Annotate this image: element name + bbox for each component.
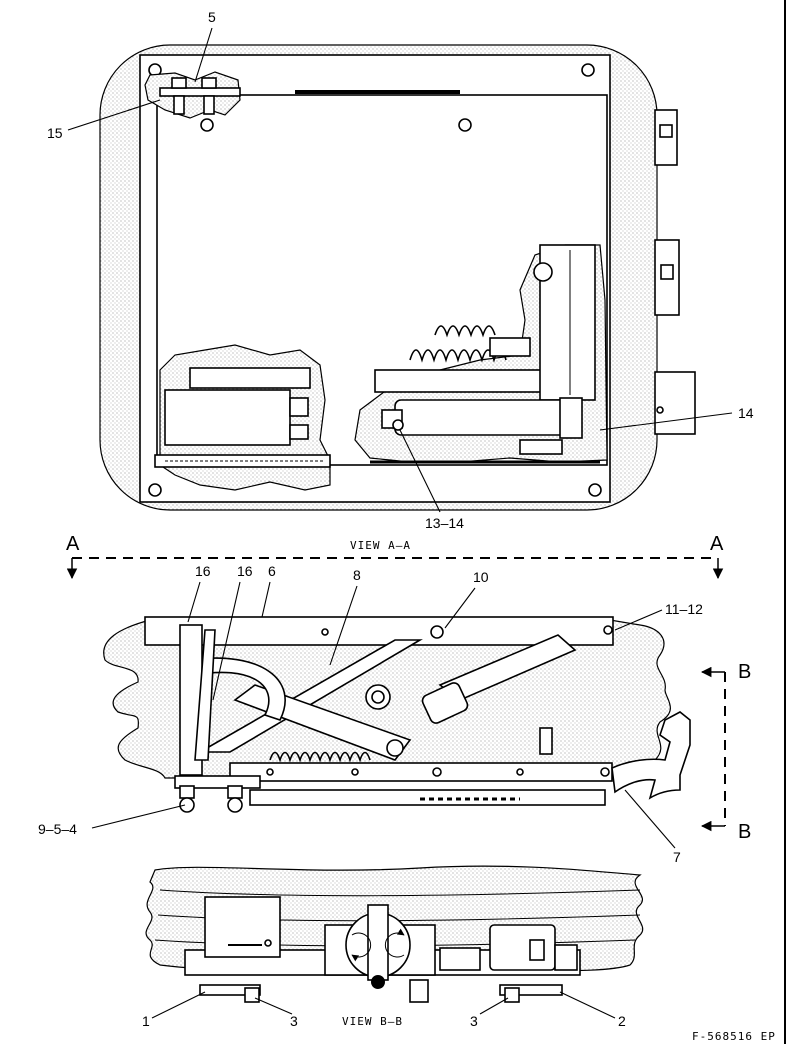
side-latch-middle bbox=[654, 239, 680, 316]
shaft-end bbox=[371, 975, 385, 989]
base-rail bbox=[249, 789, 606, 806]
callout-7: 7 bbox=[673, 849, 681, 865]
pivot-10 bbox=[430, 625, 444, 639]
damper-block bbox=[489, 337, 531, 357]
callout-13-14: 13–14 bbox=[425, 515, 464, 531]
callout-15: 15 bbox=[47, 125, 63, 141]
view-b-b bbox=[145, 865, 644, 1003]
section-b-top: B bbox=[738, 661, 751, 683]
callout-10: 10 bbox=[473, 569, 489, 585]
upper-bracket bbox=[189, 367, 311, 389]
figure-id: F-568516 EP bbox=[692, 1030, 776, 1043]
curved-link bbox=[188, 657, 286, 721]
callout-9-5-4: 9–5–4 bbox=[38, 821, 77, 837]
actuator-cylinder bbox=[394, 399, 571, 436]
top-view bbox=[99, 44, 696, 511]
foot-left bbox=[199, 984, 261, 996]
bolt-13 bbox=[392, 419, 404, 431]
callout-3b: 3 bbox=[470, 1013, 478, 1029]
view-a-a-title: VIEW A–A bbox=[350, 539, 411, 552]
small-hole bbox=[656, 406, 664, 414]
pivot-boss bbox=[533, 262, 553, 282]
callout-2: 2 bbox=[618, 1013, 626, 1029]
lower-pivot bbox=[386, 739, 404, 757]
foot-right bbox=[499, 984, 563, 996]
view-b-b-title: VIEW B–B bbox=[342, 1015, 403, 1028]
center-hole bbox=[458, 118, 472, 132]
section-b-bottom: B bbox=[738, 821, 751, 843]
top-plate bbox=[144, 616, 614, 646]
side-box bbox=[654, 371, 696, 435]
callout-6: 6 bbox=[268, 563, 276, 579]
callouts-bottom: 1 3 VIEW B–B 3 2 bbox=[142, 991, 626, 1029]
callouts-section: 16 16 6 8 10 11–12 9–5–4 7 bbox=[38, 563, 703, 865]
latch-hook bbox=[611, 711, 691, 800]
callout-1: 1 bbox=[142, 1013, 150, 1029]
scissor-arm-a bbox=[197, 639, 423, 753]
knob-shaft bbox=[367, 904, 389, 981]
section-line-a: A A VIEW A–A bbox=[66, 533, 724, 580]
cylinder-end bbox=[559, 397, 583, 439]
callout-11-12: 11–12 bbox=[665, 601, 703, 617]
callout-3a: 3 bbox=[290, 1013, 298, 1029]
section-a-left: A bbox=[66, 533, 80, 555]
callouts-top: 5 15 14 13–14 bbox=[47, 9, 754, 531]
bolt-pair bbox=[171, 77, 217, 132]
bottom-foot bbox=[519, 439, 563, 455]
corner-hole bbox=[148, 483, 162, 497]
actuator-body bbox=[421, 682, 469, 724]
cushion-strip bbox=[159, 87, 241, 97]
bottom-plate bbox=[229, 762, 613, 782]
section-line-b: B B bbox=[700, 661, 751, 843]
view-a-a bbox=[103, 616, 691, 813]
left-box bbox=[204, 896, 281, 958]
inner-frame bbox=[156, 94, 608, 466]
bracket-tab bbox=[289, 397, 309, 417]
section-a-right: A bbox=[710, 533, 724, 555]
bracket-tab bbox=[289, 424, 309, 440]
callout-14: 14 bbox=[738, 405, 754, 421]
callout-5: 5 bbox=[208, 9, 216, 25]
right-box bbox=[489, 924, 556, 971]
callout-8: 8 bbox=[353, 567, 361, 583]
spring bbox=[269, 751, 371, 763]
terminal-strip bbox=[439, 947, 481, 971]
corner-hole bbox=[588, 483, 602, 497]
bolt-strip bbox=[174, 775, 261, 789]
solenoid-block bbox=[164, 389, 291, 446]
cross-plate bbox=[374, 369, 556, 393]
corner-hole bbox=[581, 63, 595, 77]
callout-16a: 16 bbox=[195, 563, 211, 579]
foot-center bbox=[409, 979, 429, 1003]
side-latch-upper bbox=[654, 109, 678, 166]
callout-16b: 16 bbox=[237, 563, 253, 579]
